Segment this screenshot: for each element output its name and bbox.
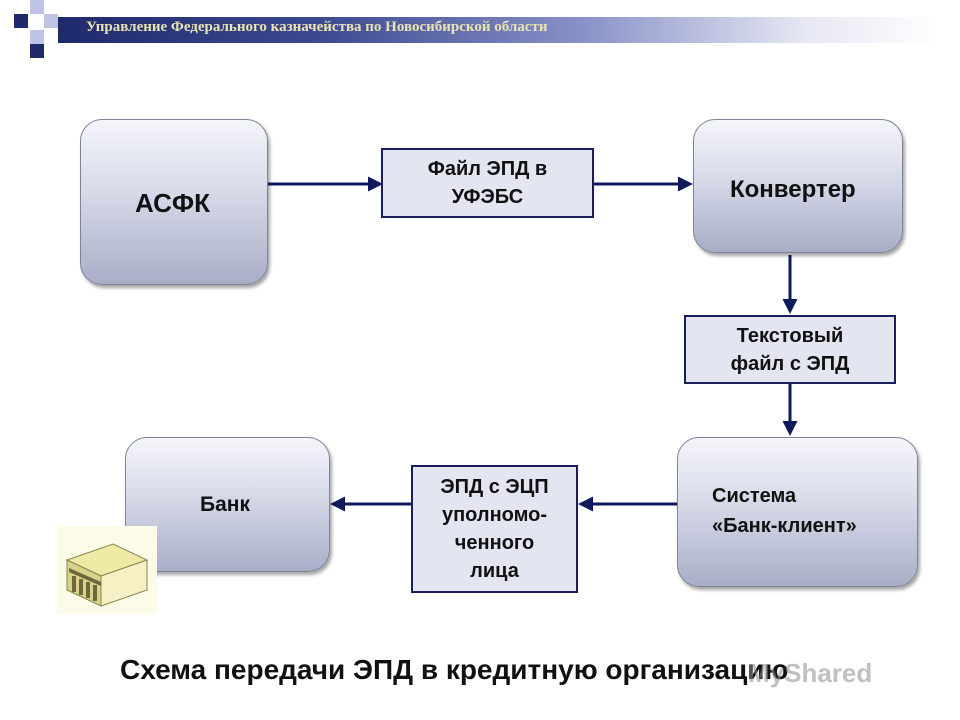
node-bank-client-line2: «Банк-клиент» — [712, 515, 857, 537]
header-square — [44, 14, 58, 28]
node-asfk: АСФК — [80, 119, 268, 285]
box-text-file: Текстовый файл с ЭПД — [684, 315, 896, 384]
box-signed-line4: лица — [470, 560, 519, 582]
box-text-file-line2: файл с ЭПД — [730, 352, 850, 375]
box-epd-file: Файл ЭПД в УФЭБС — [381, 148, 594, 218]
header-square — [30, 0, 44, 14]
box-epd-file-line2: УФЭБС — [451, 186, 524, 208]
node-bank: Банк — [125, 437, 330, 572]
box-signed-line1: ЭПД с ЭЦП — [440, 476, 549, 498]
box-signed-line2: уполномо- — [441, 504, 548, 526]
node-asfk-label: АСФК — [135, 188, 210, 218]
header-bar — [58, 17, 938, 43]
node-converter: Конвертер — [693, 119, 903, 253]
bank-building-icon — [57, 526, 157, 614]
diagram-caption: Схема передачи ЭПД в кредитную организац… — [120, 654, 789, 685]
node-bank-client-line1: Система — [712, 485, 797, 507]
box-signed-epd: ЭПД с ЭЦП уполномо- ченного лица — [411, 465, 578, 593]
header-square — [30, 44, 44, 58]
node-bank-client: Система «Банк-клиент» — [677, 437, 918, 587]
header-title: Управление Федерального казначейства по … — [86, 19, 548, 35]
header-square — [14, 14, 28, 28]
watermark: MyShared — [748, 658, 873, 688]
node-converter-label: Конвертер — [730, 176, 856, 203]
box-epd-file-line1: Файл ЭПД в — [427, 158, 548, 180]
node-bank-label: Банк — [200, 493, 250, 516]
box-text-file-line1: Текстовый — [736, 324, 844, 347]
box-signed-line3: ченного — [454, 532, 535, 554]
header-square — [30, 30, 44, 44]
